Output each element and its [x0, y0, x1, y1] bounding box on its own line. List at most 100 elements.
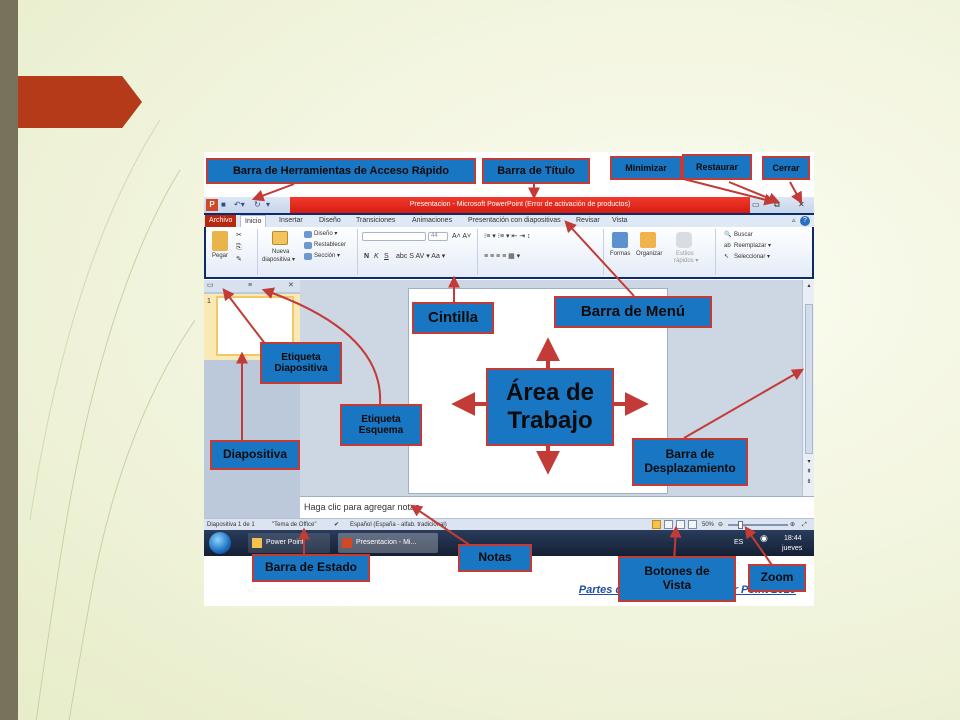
quick-styles-icon[interactable] [676, 232, 692, 248]
font-size-value: 44 [431, 233, 438, 239]
tab-vista[interactable]: Vista [612, 217, 628, 224]
new-slide-label-1[interactable]: Nueva [272, 249, 290, 255]
fit-window-icon[interactable]: ⤢ [802, 522, 807, 528]
normal-view-button[interactable] [652, 520, 661, 529]
scroll-thumb[interactable] [805, 304, 813, 454]
paste-icon[interactable] [212, 231, 228, 251]
panel-close-icon[interactable]: ✕ [288, 282, 294, 289]
slides-group [258, 229, 358, 275]
prev-slide-icon[interactable]: ⇞ [806, 469, 812, 475]
next-slide-icon[interactable]: ⇟ [806, 479, 812, 485]
callout-ribbon: Cintilla [412, 302, 494, 334]
cut-icon[interactable]: ✂ [236, 232, 242, 239]
network-icon[interactable]: ◉ [760, 533, 768, 543]
slide-sorter-view-button[interactable] [664, 520, 673, 529]
callout-scrollbar: Barra de Desplazamiento [632, 438, 748, 486]
tab-insertar[interactable]: Insertar [279, 217, 303, 224]
find-button[interactable]: Buscar [734, 232, 753, 238]
redo-icon[interactable]: ↻ [254, 200, 261, 209]
zoom-out-icon[interactable]: ⊖ [718, 522, 724, 528]
zoom-slider-knob[interactable] [738, 521, 743, 529]
callout-qat: Barra de Herramientas de Acceso Rápido [206, 158, 476, 184]
styles-label-2[interactable]: rápidos ▾ [674, 258, 699, 264]
arrow-qat [251, 183, 295, 202]
callout-work-area: Área de Trabajo [486, 368, 614, 446]
layout-icon [304, 231, 312, 238]
zoom-in-icon[interactable]: ⊕ [790, 522, 796, 528]
slides-tab-icon[interactable]: ▭ [207, 282, 214, 289]
clipboard-group [206, 229, 258, 275]
shapes-icon[interactable] [612, 232, 628, 248]
slide-number: 1 [207, 298, 211, 305]
restore-icon[interactable]: ⧉ [774, 200, 780, 209]
minimize-icon[interactable]: ▭ [752, 200, 760, 209]
qat-customize-icon[interactable]: ▾ [266, 200, 271, 209]
vertical-scrollbar[interactable]: ▴ ▾ ⇞ ⇟ [802, 280, 814, 496]
tab-revisar[interactable]: Revisar [576, 217, 600, 224]
undo-icon[interactable]: ↶▾ [234, 200, 245, 209]
tab-inicio[interactable]: Inicio [240, 215, 267, 227]
arrow-slide-tab [222, 288, 267, 346]
select-button[interactable]: Seleccionar ▾ [734, 254, 771, 260]
arrange-label[interactable]: Organizar [636, 251, 663, 257]
close-icon[interactable]: ✕ [798, 200, 805, 209]
section-button[interactable]: Sección ▾ [314, 253, 341, 259]
select-icon: ↖ [724, 254, 730, 260]
scroll-up-icon[interactable]: ▴ [807, 283, 811, 289]
bullets-icon[interactable]: ⁝≡ ▾ ⁝≡ ▾ ⇤ ⇥ ↕ [484, 233, 531, 240]
font-effects-icon[interactable]: abc S AV ▾ Aa ▾ [396, 253, 446, 260]
arrange-icon[interactable] [640, 232, 656, 248]
arrow-scrollbar [683, 368, 805, 439]
bold-icon[interactable]: N [364, 253, 370, 260]
new-slide-icon[interactable] [272, 231, 288, 245]
tab-animaciones[interactable]: Animaciones [412, 217, 453, 224]
section-icon [304, 253, 312, 260]
clock-time[interactable]: 18:44 [784, 535, 802, 542]
zoom-slider[interactable] [728, 524, 788, 526]
format-painter-icon[interactable]: ✎ [236, 256, 242, 263]
layout-button[interactable]: Diseño ▾ [314, 231, 338, 237]
arrow-close [789, 181, 803, 205]
help-icon[interactable]: ? [800, 216, 810, 226]
annotation-arrows [222, 173, 805, 569]
folder-icon [252, 538, 262, 548]
language-indicator[interactable]: ES [734, 539, 744, 546]
status-language[interactable]: Español (España - alfab. tradicional) [350, 522, 447, 528]
tab-archivo[interactable]: Archivo [205, 215, 237, 227]
powerpoint-app-icon[interactable]: P [206, 199, 218, 211]
zoom-level[interactable]: 50% [702, 522, 715, 528]
font-name-select[interactable] [362, 232, 426, 241]
spellcheck-icon[interactable]: ✔ [334, 522, 340, 528]
paragraph-group [478, 229, 604, 275]
outline-tab-icon[interactable]: ≡ [248, 282, 253, 289]
slide-accent-arrow [18, 76, 142, 128]
slide-side-bar [0, 0, 18, 720]
start-button[interactable] [209, 532, 231, 554]
italic-icon[interactable]: K [374, 253, 379, 260]
replace-button[interactable]: Reemplazar ▾ [734, 243, 772, 249]
save-icon[interactable]: ■ [221, 200, 226, 209]
align-icon[interactable]: ≡ ≡ ≡ ≡ ▦ ▾ [484, 253, 521, 260]
tab-presentacion[interactable]: Presentación con diapositivas [468, 217, 561, 224]
window-title: Presentacion - Microsoft PowerPoint (Err… [290, 197, 750, 213]
scroll-down-icon[interactable]: ▾ [807, 459, 811, 465]
paste-label[interactable]: Pegar [212, 253, 229, 259]
notes-pane[interactable]: Haga clic para agregar notas [300, 496, 814, 518]
font-size-select[interactable] [428, 232, 448, 241]
grow-font-icon[interactable]: A˄ A˅ [452, 233, 472, 240]
slide-thumbnail[interactable] [216, 296, 294, 356]
clock-day[interactable]: jueves [782, 545, 803, 552]
taskbar-presentation-window[interactable]: Presentacion - Mi... [338, 533, 438, 553]
arrow-notes [410, 504, 475, 549]
reset-button[interactable]: Restablecer [314, 242, 347, 248]
tab-diseno[interactable]: Diseño [319, 217, 341, 224]
ribbon-minimize-icon[interactable]: ▵ [792, 217, 796, 224]
notes-placeholder: Haga clic para agregar notas [304, 502, 420, 512]
new-slide-label-2[interactable]: diapositiva ▾ [262, 257, 296, 263]
copy-icon[interactable]: ⎘ [236, 244, 242, 251]
underline-icon[interactable]: S [384, 253, 389, 260]
styles-label-1[interactable]: Estilos [676, 251, 694, 257]
tab-transiciones[interactable]: Transiciones [356, 217, 396, 224]
slideshow-view-button[interactable] [688, 520, 697, 529]
shapes-label[interactable]: Formas [610, 251, 631, 257]
